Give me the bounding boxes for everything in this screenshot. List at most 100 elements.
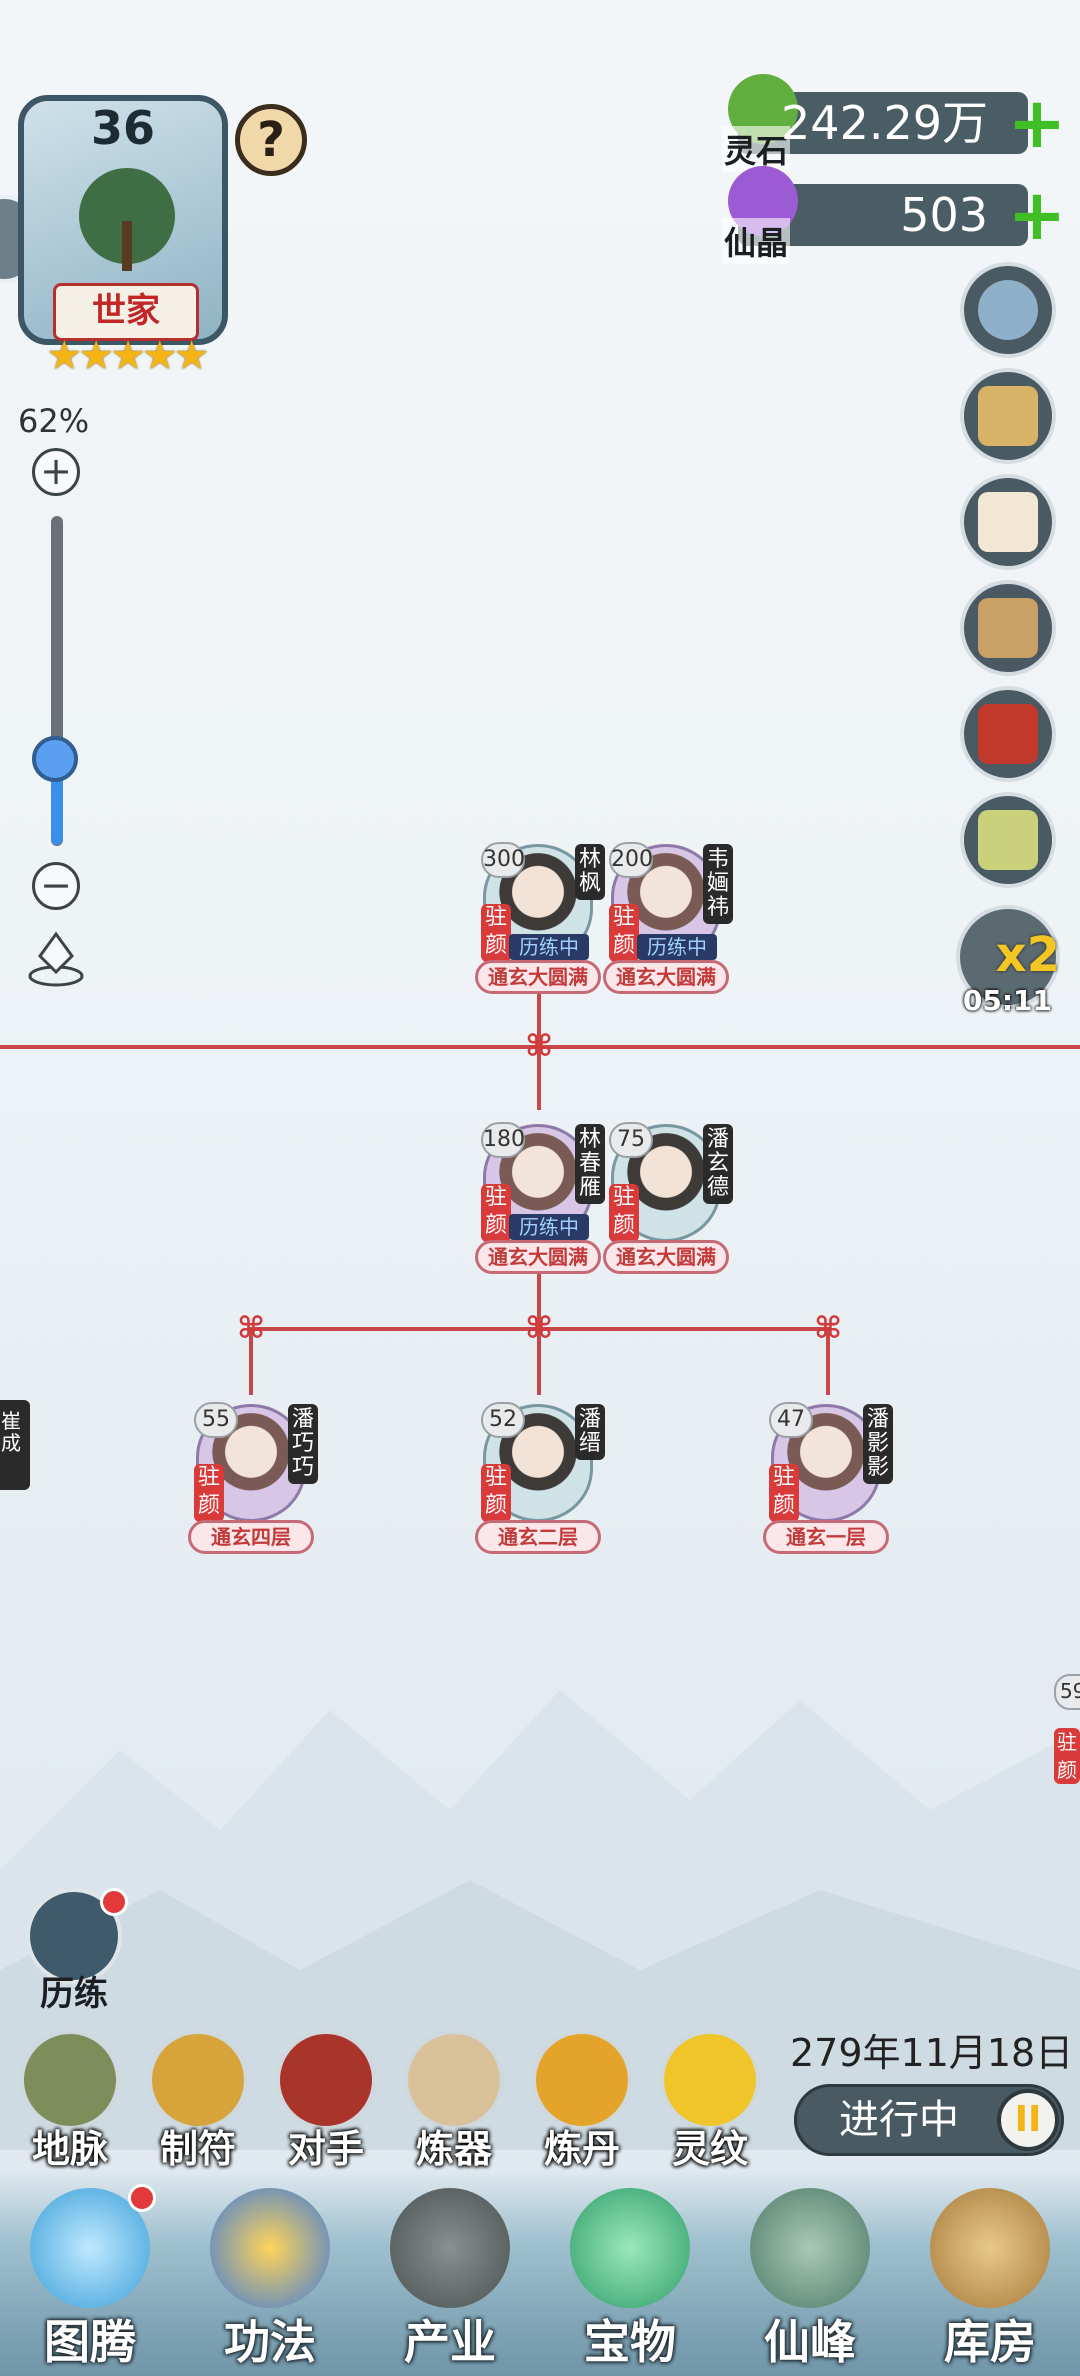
rival-gate-icon: [276, 2030, 376, 2130]
clan-rank: 世家: [53, 283, 199, 341]
member-card[interactable]: 300 林枫 驻颜 历练中 通玄大圆满: [475, 838, 607, 994]
member-card[interactable]: 47 潘影影 驻颜 通玄一层: [763, 1398, 895, 1554]
speed-timer: 05:11: [962, 984, 1052, 1017]
forge-scroll-icon: [404, 2030, 504, 2130]
feature-label: 制符: [159, 2127, 236, 2171]
member-realm: 通玄大圆满: [475, 1240, 601, 1274]
adventure-button[interactable]: 历练: [14, 1888, 134, 2014]
nav-label: 仙峰: [764, 2315, 856, 2369]
nav-totem[interactable]: 图腾: [0, 2180, 180, 2376]
member-age: 55: [194, 1402, 238, 1438]
clan-badge[interactable]: 36 世家 ★★★★★: [18, 95, 228, 379]
scroll-map-icon: [978, 386, 1038, 446]
feature-liandan[interactable]: 炼丹: [522, 2030, 642, 2171]
nav-technique[interactable]: 功法: [180, 2180, 360, 2376]
member-seal: 驻颜: [481, 1184, 511, 1242]
immortal-peak-icon: [750, 2188, 870, 2308]
member-seal: 驻颜: [609, 904, 639, 962]
zoom-out-button[interactable]: −: [32, 862, 80, 910]
member-card[interactable]: 55 潘巧巧 驻颜 通玄四层: [188, 1398, 320, 1554]
member-realm: 通玄大圆满: [603, 1240, 729, 1274]
offscreen-member-right[interactable]: 59 驻颜: [1050, 1672, 1080, 1822]
map-button[interactable]: [960, 368, 1056, 464]
add-currency-button[interactable]: +: [1007, 174, 1067, 256]
zoom-slider-thumb[interactable]: [32, 736, 78, 782]
member-card[interactable]: 52 潘缙 驻颜 通玄二层: [475, 1398, 607, 1554]
member-realm: 通玄大圆满: [603, 960, 729, 994]
feature-label: 地脉: [31, 2127, 108, 2171]
feature-label: 灵纹: [671, 2127, 748, 2171]
yin-yang-gear-icon: [978, 280, 1038, 340]
adventure-label: 历练: [40, 1974, 108, 2014]
industry-mountain-icon: [390, 2188, 510, 2308]
member-age: 47: [769, 1402, 813, 1438]
nav-treasure[interactable]: 宝物: [540, 2180, 720, 2376]
feature-lingwen[interactable]: 灵纹: [650, 2030, 770, 2171]
member-seal: 驻颜: [769, 1464, 799, 1522]
records-book-button[interactable]: [960, 686, 1056, 782]
member-name: 崔成: [1, 1409, 21, 1455]
member-realm: 通玄二层: [475, 1520, 601, 1554]
member-name: 林枫: [575, 844, 605, 900]
member-realm: 通玄一层: [763, 1520, 889, 1554]
nav-industry[interactable]: 产业: [360, 2180, 540, 2376]
member-realm: 通玄大圆满: [475, 960, 601, 994]
member-age: 300: [481, 842, 525, 878]
nav-label: 图腾: [44, 2315, 136, 2369]
currency-value: 503: [900, 188, 988, 242]
treasure-jade-icon: [570, 2188, 690, 2308]
knot-icon: ⌘: [237, 1311, 265, 1346]
notification-dot: [128, 2184, 156, 2212]
game-date: 279年11月18日: [790, 2031, 1074, 2075]
locate-icon[interactable]: [26, 928, 86, 988]
member-seal: 驻颜: [481, 904, 511, 962]
letter-icon: [978, 492, 1038, 552]
offscreen-member-left[interactable]: 崔成: [0, 1400, 30, 1490]
feature-label: 对手: [287, 2127, 364, 2171]
member-status: 历练中: [509, 1214, 589, 1240]
speed-button[interactable]: x2: [956, 905, 1060, 1009]
member-card[interactable]: 200 韦婳祎 驻颜 历练中 通玄大圆满: [603, 838, 735, 994]
ranking-plaque-button[interactable]: [960, 792, 1056, 888]
feature-duishou[interactable]: 对手: [266, 2030, 386, 2171]
currency-label: 仙晶: [722, 218, 791, 264]
feature-lianqi[interactable]: 炼器: [394, 2030, 514, 2171]
member-age: 200: [609, 842, 653, 878]
member-age: 180: [481, 1122, 525, 1158]
member-name: 潘巧巧: [288, 1404, 318, 1484]
speed-multiplier: x2: [995, 927, 1060, 983]
member-name: 韦婳祎: [703, 844, 733, 924]
mail-button[interactable]: [960, 474, 1056, 570]
talisman-icon: [148, 2030, 248, 2130]
currency-lingshi: 灵石 242.29万 +: [722, 74, 1068, 172]
clan-stars: ★★★★★: [46, 333, 209, 379]
progress-toggle[interactable]: 进行中 II: [794, 2084, 1064, 2156]
tree-line-gen1-vertical: [537, 985, 541, 1110]
willow-tree-icon: [79, 168, 175, 271]
zoom-in-button[interactable]: +: [32, 448, 80, 496]
feature-label: 炼器: [415, 2127, 492, 2171]
add-currency-button[interactable]: +: [1007, 82, 1067, 164]
member-age: 59: [1054, 1674, 1080, 1710]
bottom-nav-bar: [0, 2170, 1080, 2376]
notification-dot: [100, 1888, 128, 1916]
technique-flame-icon: [210, 2188, 330, 2308]
nav-peak[interactable]: 仙峰: [720, 2180, 900, 2376]
spirit-pattern-icon: [660, 2030, 760, 2130]
member-name: 潘玄德: [703, 1124, 733, 1204]
background-mountains: [0, 1690, 1080, 2150]
quest-scroll-button[interactable]: [960, 580, 1056, 676]
settings-button[interactable]: [960, 262, 1056, 358]
member-seal: 驻颜: [1054, 1728, 1080, 1784]
nav-storage[interactable]: 库房: [900, 2180, 1080, 2376]
alchemy-cauldron-icon: [532, 2030, 632, 2130]
feature-dimai[interactable]: 地脉: [10, 2030, 130, 2171]
knot-icon: ⌘: [525, 1311, 553, 1346]
member-card[interactable]: 180 林春雁 驻颜 历练中 通玄大圆满: [475, 1118, 607, 1274]
plaque-icon: [978, 810, 1038, 870]
pause-button[interactable]: II: [997, 2089, 1059, 2151]
nav-label: 功法: [224, 2315, 316, 2369]
feature-zhifu[interactable]: 制符: [138, 2030, 258, 2171]
help-button[interactable]: ?: [235, 104, 307, 176]
member-card[interactable]: 75 潘玄德 驻颜 通玄大圆满: [603, 1118, 735, 1274]
